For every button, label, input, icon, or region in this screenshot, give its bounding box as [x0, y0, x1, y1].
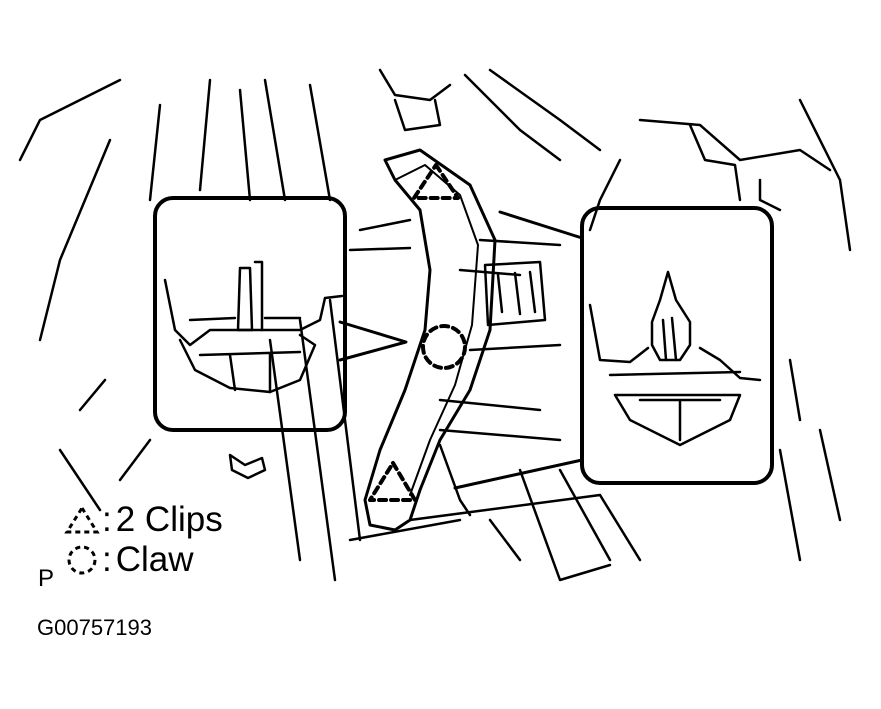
clip-marker-top	[412, 163, 460, 200]
legend-claw: : Claw	[62, 540, 194, 580]
legend-separator: :	[102, 500, 112, 539]
pillar-trim-part	[363, 148, 497, 532]
legend-claw-label: Claw	[115, 540, 194, 579]
claw-marker	[421, 324, 467, 370]
legend-separator: :	[102, 540, 112, 579]
background-linework	[18, 68, 852, 582]
legend-clips: : 2 Clips	[62, 500, 223, 540]
circle-dashed-icon	[67, 545, 97, 575]
panel-marker: P	[38, 565, 55, 592]
figure-code: G00757193	[37, 615, 152, 640]
clip-marker-bottom	[368, 461, 417, 502]
clip-detail-callout	[453, 206, 774, 490]
legend-clips-label: 2 Clips	[115, 500, 223, 539]
triangle-dashed-icon	[64, 505, 100, 534]
claw-detail-callout	[153, 196, 408, 432]
